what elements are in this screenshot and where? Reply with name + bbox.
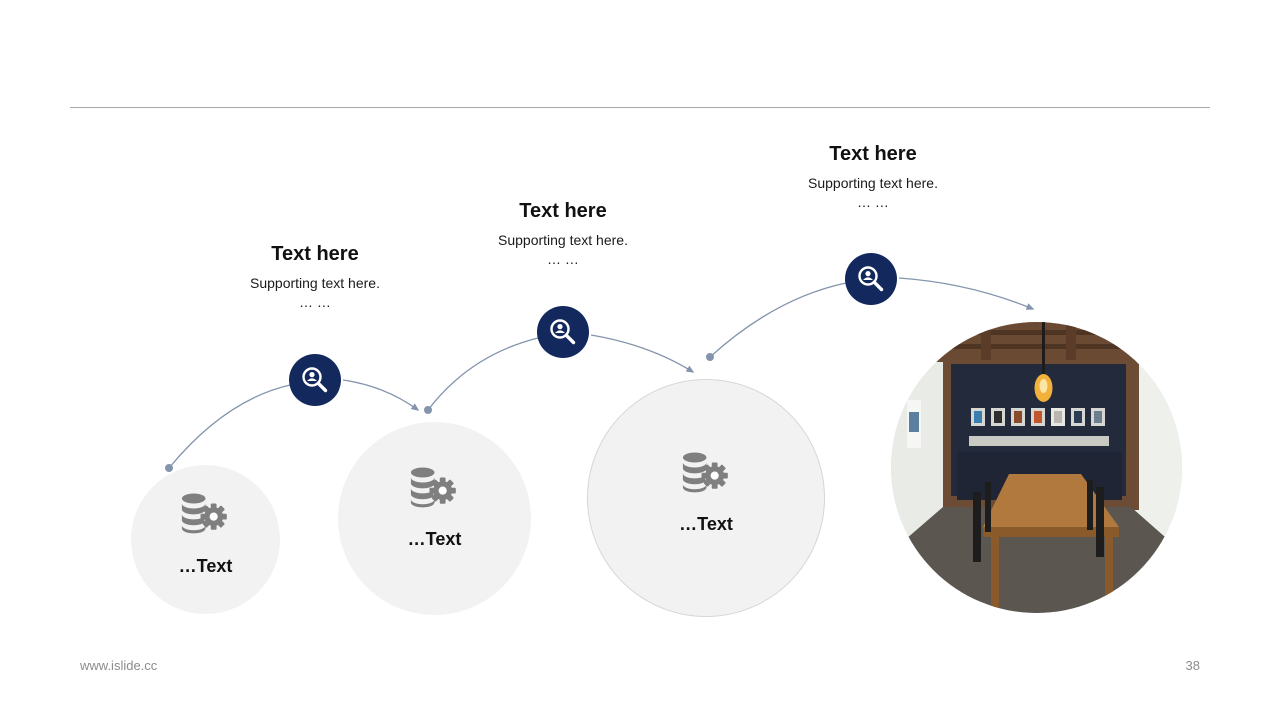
step-1-circle: [131, 465, 280, 614]
user-search-icon: [301, 366, 329, 394]
step-3-text-block: Text here Supporting text here. … …: [743, 142, 1003, 211]
connector-start-dot-1: [165, 464, 173, 472]
step-2-text-block: Text here Supporting text here. … …: [433, 199, 693, 268]
step-2-title: Text here: [519, 200, 607, 222]
step-3-label: …Text: [679, 514, 733, 534]
user-search-icon: [549, 318, 577, 346]
step-2-ellipsis: … …: [547, 251, 579, 267]
step-1-supporting-text: Supporting text here.: [250, 275, 380, 291]
step-1-badge: [289, 354, 341, 406]
step-2-label: …Text: [407, 529, 462, 549]
step-1-label: …Text: [178, 556, 233, 576]
step-1-text-block: Text here Supporting text here. … …: [185, 242, 445, 311]
step-1-title: Text here: [271, 243, 359, 265]
step-2-badge: [537, 306, 589, 358]
database-gear-icon: [181, 492, 230, 534]
step-3-circle: [587, 379, 825, 617]
connector-start-dot-2: [424, 406, 432, 414]
room-photo: [891, 322, 1182, 613]
connector-arc-3b: [898, 277, 1035, 310]
footer-url[interactable]: www.islide.cc: [80, 658, 158, 673]
connector-arc-1a: [168, 384, 291, 469]
user-search-icon: [857, 265, 885, 293]
database-gear-icon: [410, 466, 459, 508]
step-2-circle: [338, 422, 531, 615]
step-3-ellipsis: … …: [857, 194, 889, 210]
connector-arc-1b: [342, 379, 420, 411]
connector-start-dot-3: [706, 353, 714, 361]
step-1-ellipsis: … …: [299, 294, 331, 310]
step-3-badge: [845, 253, 897, 305]
page-number: 38: [1185, 658, 1200, 673]
database-gear-icon: [682, 451, 731, 493]
room-photo-illustration: [891, 322, 1182, 613]
step-3-supporting-text: Supporting text here.: [808, 175, 938, 191]
connector-arc-2b: [590, 334, 695, 373]
header-divider: [70, 107, 1210, 108]
step-3-title: Text here: [829, 143, 917, 165]
connector-arc-3a: [709, 282, 847, 358]
connector-arc-2a: [427, 337, 539, 411]
step-2-supporting-text: Supporting text here.: [498, 232, 628, 248]
